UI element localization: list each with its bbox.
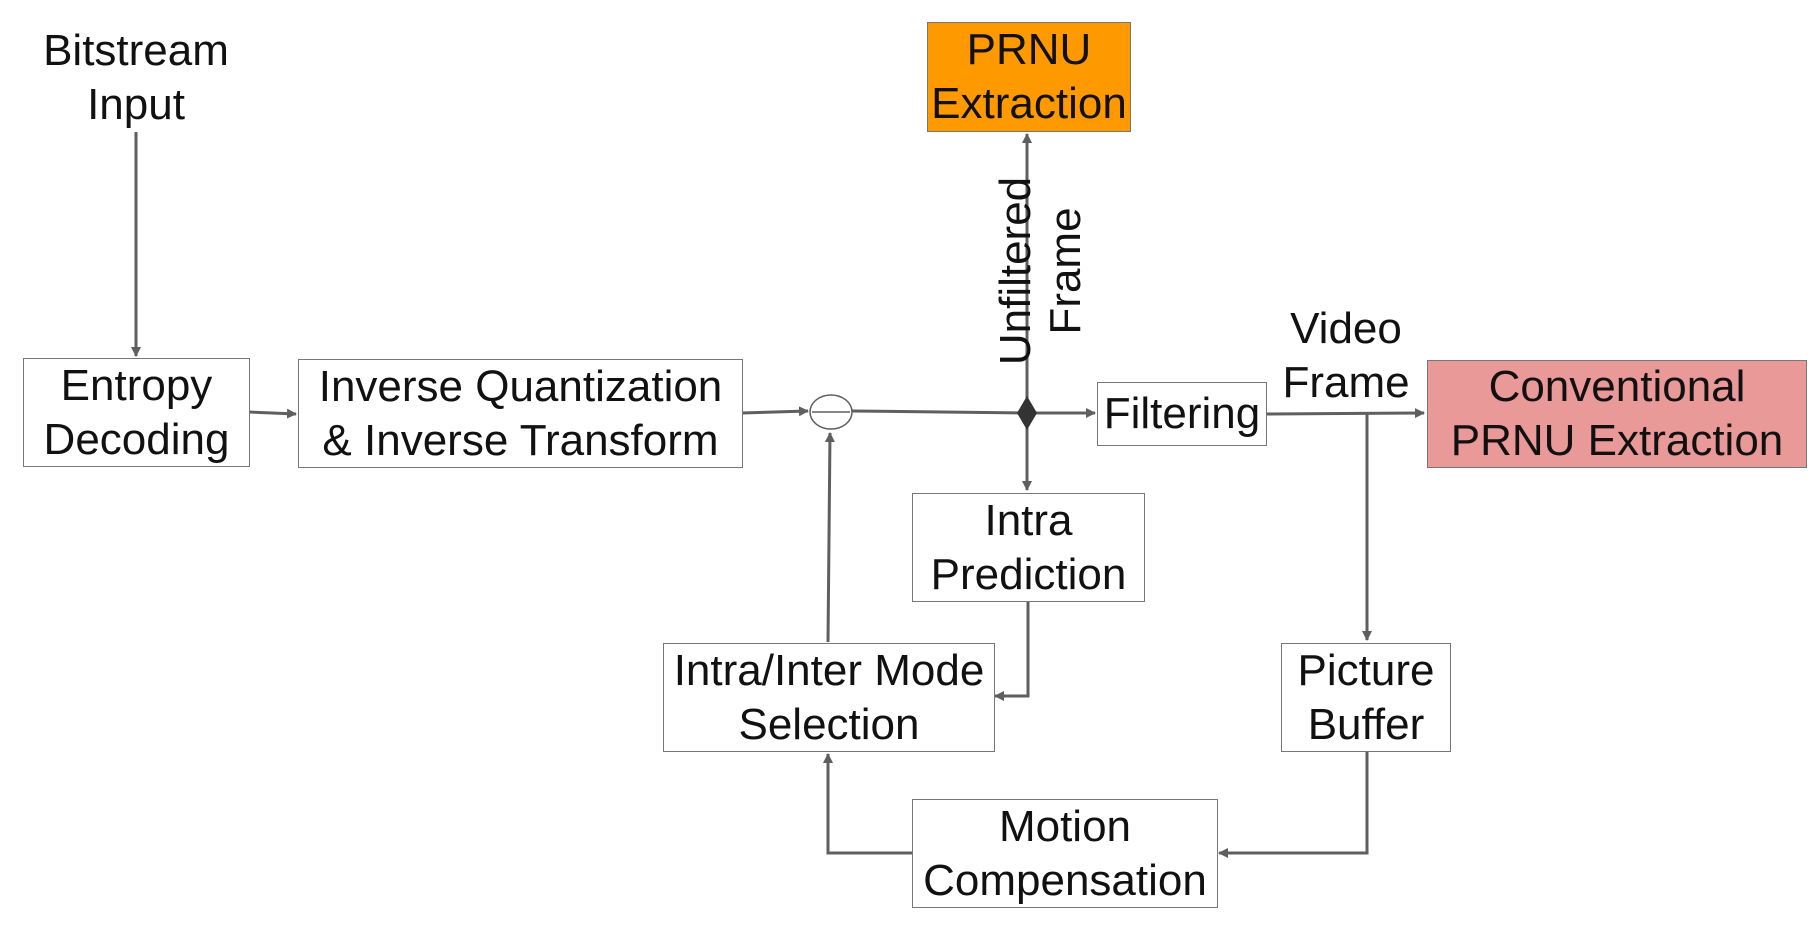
arrow-buffer-to-motion: [1218, 751, 1369, 858]
arrow-motion-to-mode: [823, 753, 912, 855]
inverse-quantization-box: Inverse Quantization & Inverse Transform: [298, 359, 743, 468]
prnu-extraction-text: PRNU Extraction: [931, 25, 1127, 128]
arrow-mode-to-sum: [824, 432, 835, 643]
conventional-prnu-box: Conventional PRNU Extraction: [1427, 360, 1807, 468]
entropy-decoding-box: Entropy Decoding: [23, 358, 250, 467]
filtering-text: Filtering: [1103, 389, 1261, 438]
summation-node: [809, 394, 853, 430]
arrow-iq-to-sum: [741, 406, 809, 417]
conventional-prnu-text: Conventional PRNU Extraction: [1450, 362, 1784, 465]
arrow-entropy-to-iq: [248, 408, 297, 419]
entropy-decoding-text: Entropy Decoding: [43, 360, 230, 464]
arrow-intra-to-mode: [994, 601, 1030, 701]
motion-compensation-box: Motion Compensation: [912, 799, 1218, 908]
line-sum-to-junction: [851, 409, 1028, 415]
bitstream-input-label: Bitstream Input: [43, 26, 229, 129]
video-frame-label: Video Frame: [1282, 304, 1410, 407]
motion-compensation-text: Motion Compensation: [923, 801, 1207, 905]
prnu-extraction-box: PRNU Extraction: [927, 22, 1131, 132]
inverse-quantization-text: Inverse Quantization & Inverse Transform: [318, 361, 723, 465]
junction-node: [1017, 396, 1037, 430]
intra-prediction-text: Intra Prediction: [930, 495, 1127, 599]
arrow-filtering-to-conventional: [1266, 408, 1425, 419]
mode-selection-box: Intra/Inter Mode Selection: [663, 643, 995, 752]
picture-buffer-box: Picture Buffer: [1281, 643, 1451, 752]
mode-selection-text: Intra/Inter Mode Selection: [673, 645, 985, 749]
picture-buffer-text: Picture Buffer: [1297, 645, 1435, 749]
filtering-box: Filtering: [1097, 382, 1267, 446]
unfiltered-frame-label: Unfiltered Frame: [991, 176, 1090, 366]
intra-prediction-box: Intra Prediction: [912, 493, 1145, 602]
